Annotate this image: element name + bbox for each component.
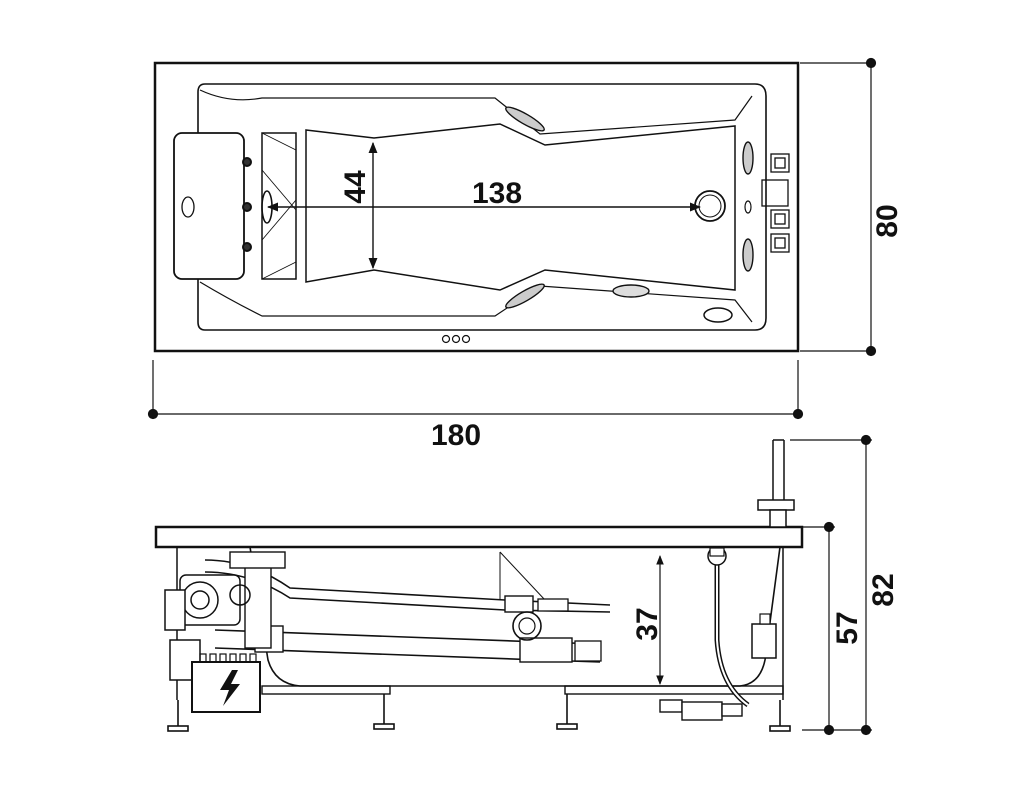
jet-bottom-angled: [505, 283, 545, 309]
basin-contour-bottom: [199, 281, 753, 323]
base-frame: [261, 685, 391, 695]
side-view: [154, 439, 804, 732]
label-depth: 37: [631, 607, 664, 640]
plan-outer-dimensions: [147, 57, 877, 420]
label-length: 180: [431, 419, 481, 452]
bathing-area: [305, 123, 736, 291]
tub-outer-rim: [153, 61, 800, 353]
label-inner-width: 44: [339, 170, 372, 204]
control-button-1: [441, 334, 451, 344]
control-button-3: [461, 334, 471, 344]
drain-fitting: [512, 611, 542, 641]
legs: [167, 694, 791, 732]
control-button-2: [451, 334, 461, 344]
electric-hazard-icon: [220, 670, 240, 706]
side-dimensions: [656, 434, 872, 736]
handle-grip: [612, 284, 650, 298]
mixer-icon: [761, 153, 790, 253]
overflow-hose: [714, 560, 750, 708]
tub-inner-basin: [197, 83, 767, 331]
tub-rim-side: [154, 525, 804, 549]
label-width: 80: [871, 204, 904, 237]
label-total-height: 82: [867, 573, 900, 606]
label-inner-length: 138: [472, 177, 522, 210]
plan-inner-dimensions: [266, 141, 702, 270]
pump-motor: [164, 574, 251, 681]
faucet-spout-icon: [757, 439, 795, 528]
jet-foot-bottom: [742, 238, 754, 272]
jet-top-angled: [505, 106, 545, 132]
tub-body-side: [249, 546, 781, 687]
headrest-logo: [181, 196, 195, 218]
overflow-icon: [703, 307, 733, 323]
label-tub-height: 57: [831, 611, 864, 644]
headrest: [173, 132, 245, 280]
jet-foot-top: [742, 141, 754, 175]
plan-view: [153, 61, 800, 353]
